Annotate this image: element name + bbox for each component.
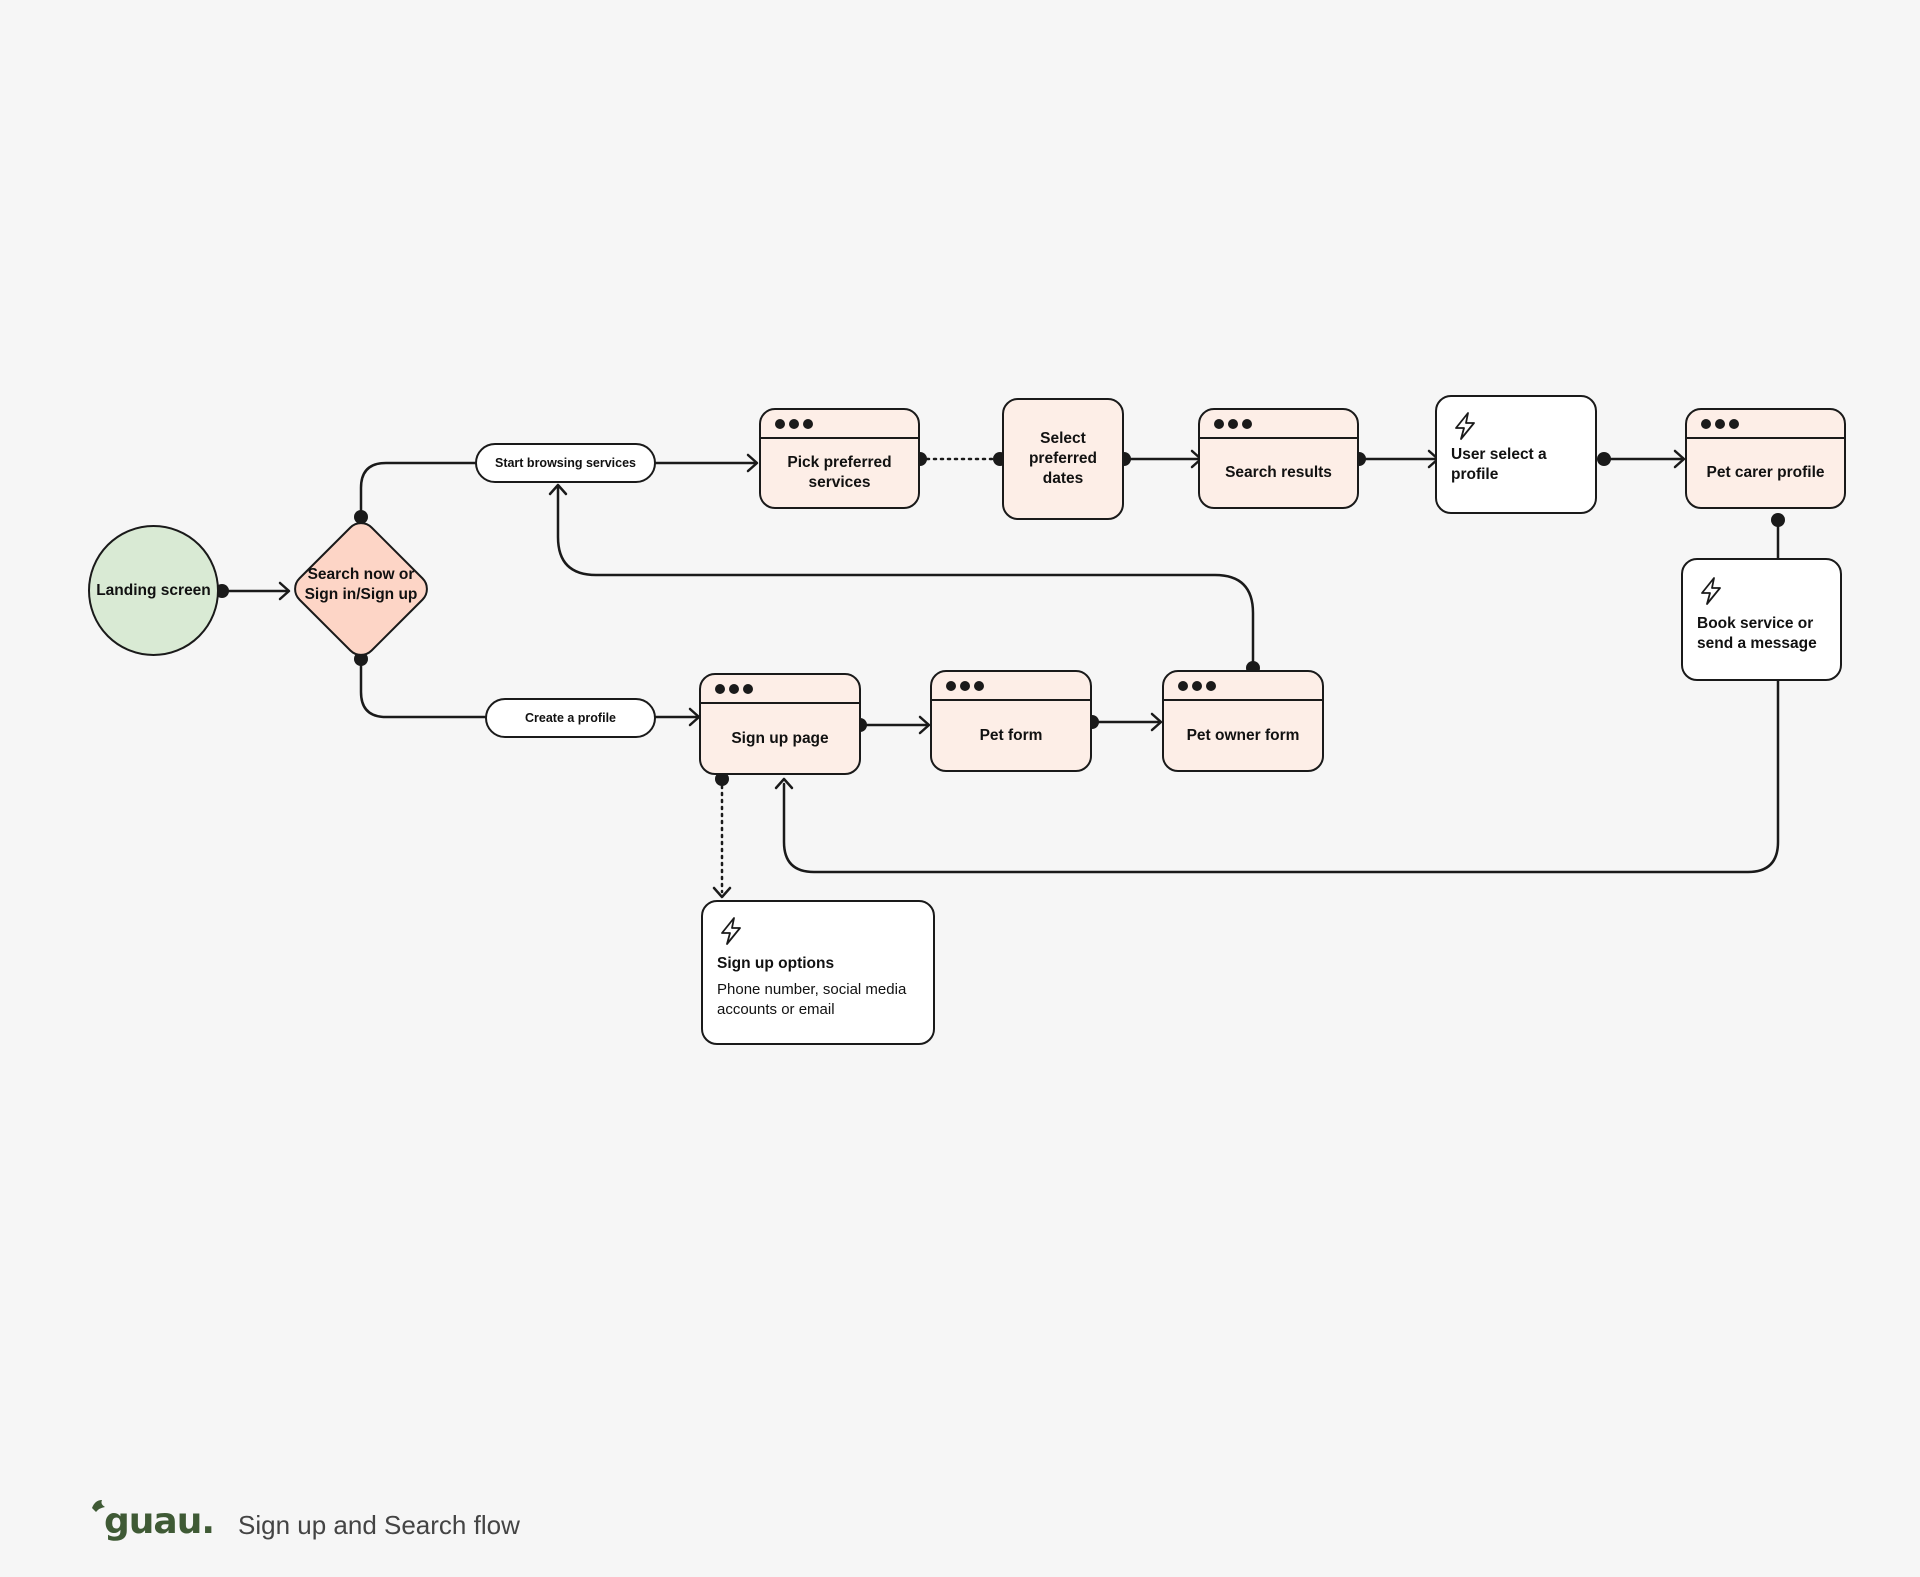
window-dots-icon xyxy=(1687,410,1844,439)
pick-services-screen: Pick preferred services xyxy=(759,408,920,509)
signup-options-action: Sign up options Phone number, social med… xyxy=(701,900,935,1045)
connector-book-to-signup xyxy=(782,679,1780,874)
window-dots-icon xyxy=(932,672,1090,701)
arrowhead xyxy=(1150,712,1163,732)
user-select-action: User select a profile xyxy=(1435,395,1597,514)
start-browsing-pill: Start browsing services xyxy=(475,443,656,483)
landing-screen-label: Landing screen xyxy=(96,581,211,599)
arrowhead xyxy=(548,483,568,496)
lightning-bolt-icon xyxy=(721,917,741,945)
arrowhead xyxy=(774,777,794,790)
start-browsing-label: Start browsing services xyxy=(494,456,637,470)
signup-options-description: Phone number, social media accounts or e… xyxy=(717,981,907,1018)
landing-screen-node: Landing screen xyxy=(88,525,219,656)
search-results-label: Search results xyxy=(1225,464,1332,481)
lightning-bolt-icon xyxy=(1455,412,1475,440)
connector-owner-to-browse xyxy=(556,485,1255,670)
create-profile-pill: Create a profile xyxy=(485,698,656,738)
pet-form-label: Pet form xyxy=(979,726,1043,744)
book-service-label: Book service or send a message xyxy=(1697,615,1817,652)
create-profile-label: Create a profile xyxy=(524,711,616,725)
lightning-bolt-icon xyxy=(1701,577,1721,605)
select-dates-node: Select preferred dates xyxy=(1002,398,1124,520)
signup-page-screen: Sign up page xyxy=(699,673,861,775)
connector-dot xyxy=(715,772,729,786)
brand-wordmark: guau. xyxy=(104,1501,215,1542)
select-dates-label: Select preferred dates xyxy=(1028,430,1098,487)
pet-owner-form-label: Pet owner form xyxy=(1186,726,1300,744)
arrowhead xyxy=(712,886,732,899)
pet-owner-form-screen: Pet owner form xyxy=(1162,670,1324,772)
arrowhead xyxy=(278,581,291,601)
window-dots-icon xyxy=(1200,410,1357,439)
user-select-label: User select a profile xyxy=(1451,446,1547,483)
arrowhead xyxy=(918,715,931,735)
connector-dot xyxy=(354,510,368,524)
diagram-title: Sign up and Search flow xyxy=(238,1510,520,1540)
search-results-screen: Search results xyxy=(1198,408,1359,509)
window-dots-icon xyxy=(1164,672,1322,701)
window-dots-icon xyxy=(701,675,859,704)
signup-options-title: Sign up options xyxy=(717,955,835,972)
arrowhead xyxy=(746,453,759,473)
pet-carer-label: Pet carer profile xyxy=(1706,464,1825,481)
arrowhead xyxy=(1673,449,1686,469)
pet-form-screen: Pet form xyxy=(930,670,1092,772)
pick-services-label: Pick preferred services xyxy=(787,454,892,491)
pet-carer-screen: Pet carer profile xyxy=(1685,408,1846,509)
window-dots-icon xyxy=(761,410,918,439)
brand-logo: guau. xyxy=(90,1498,215,1548)
connector-dot xyxy=(1597,452,1611,466)
connector-decision-to-create xyxy=(359,657,487,719)
signup-page-label: Sign up page xyxy=(731,729,829,747)
decision-label: Search now or Sign in/Sign up xyxy=(304,566,418,603)
book-service-action: Book service or send a message xyxy=(1681,558,1842,681)
dog-ear-icon xyxy=(92,1500,105,1512)
connector-dot xyxy=(1771,513,1785,527)
connector-decision-to-browse xyxy=(359,461,477,519)
